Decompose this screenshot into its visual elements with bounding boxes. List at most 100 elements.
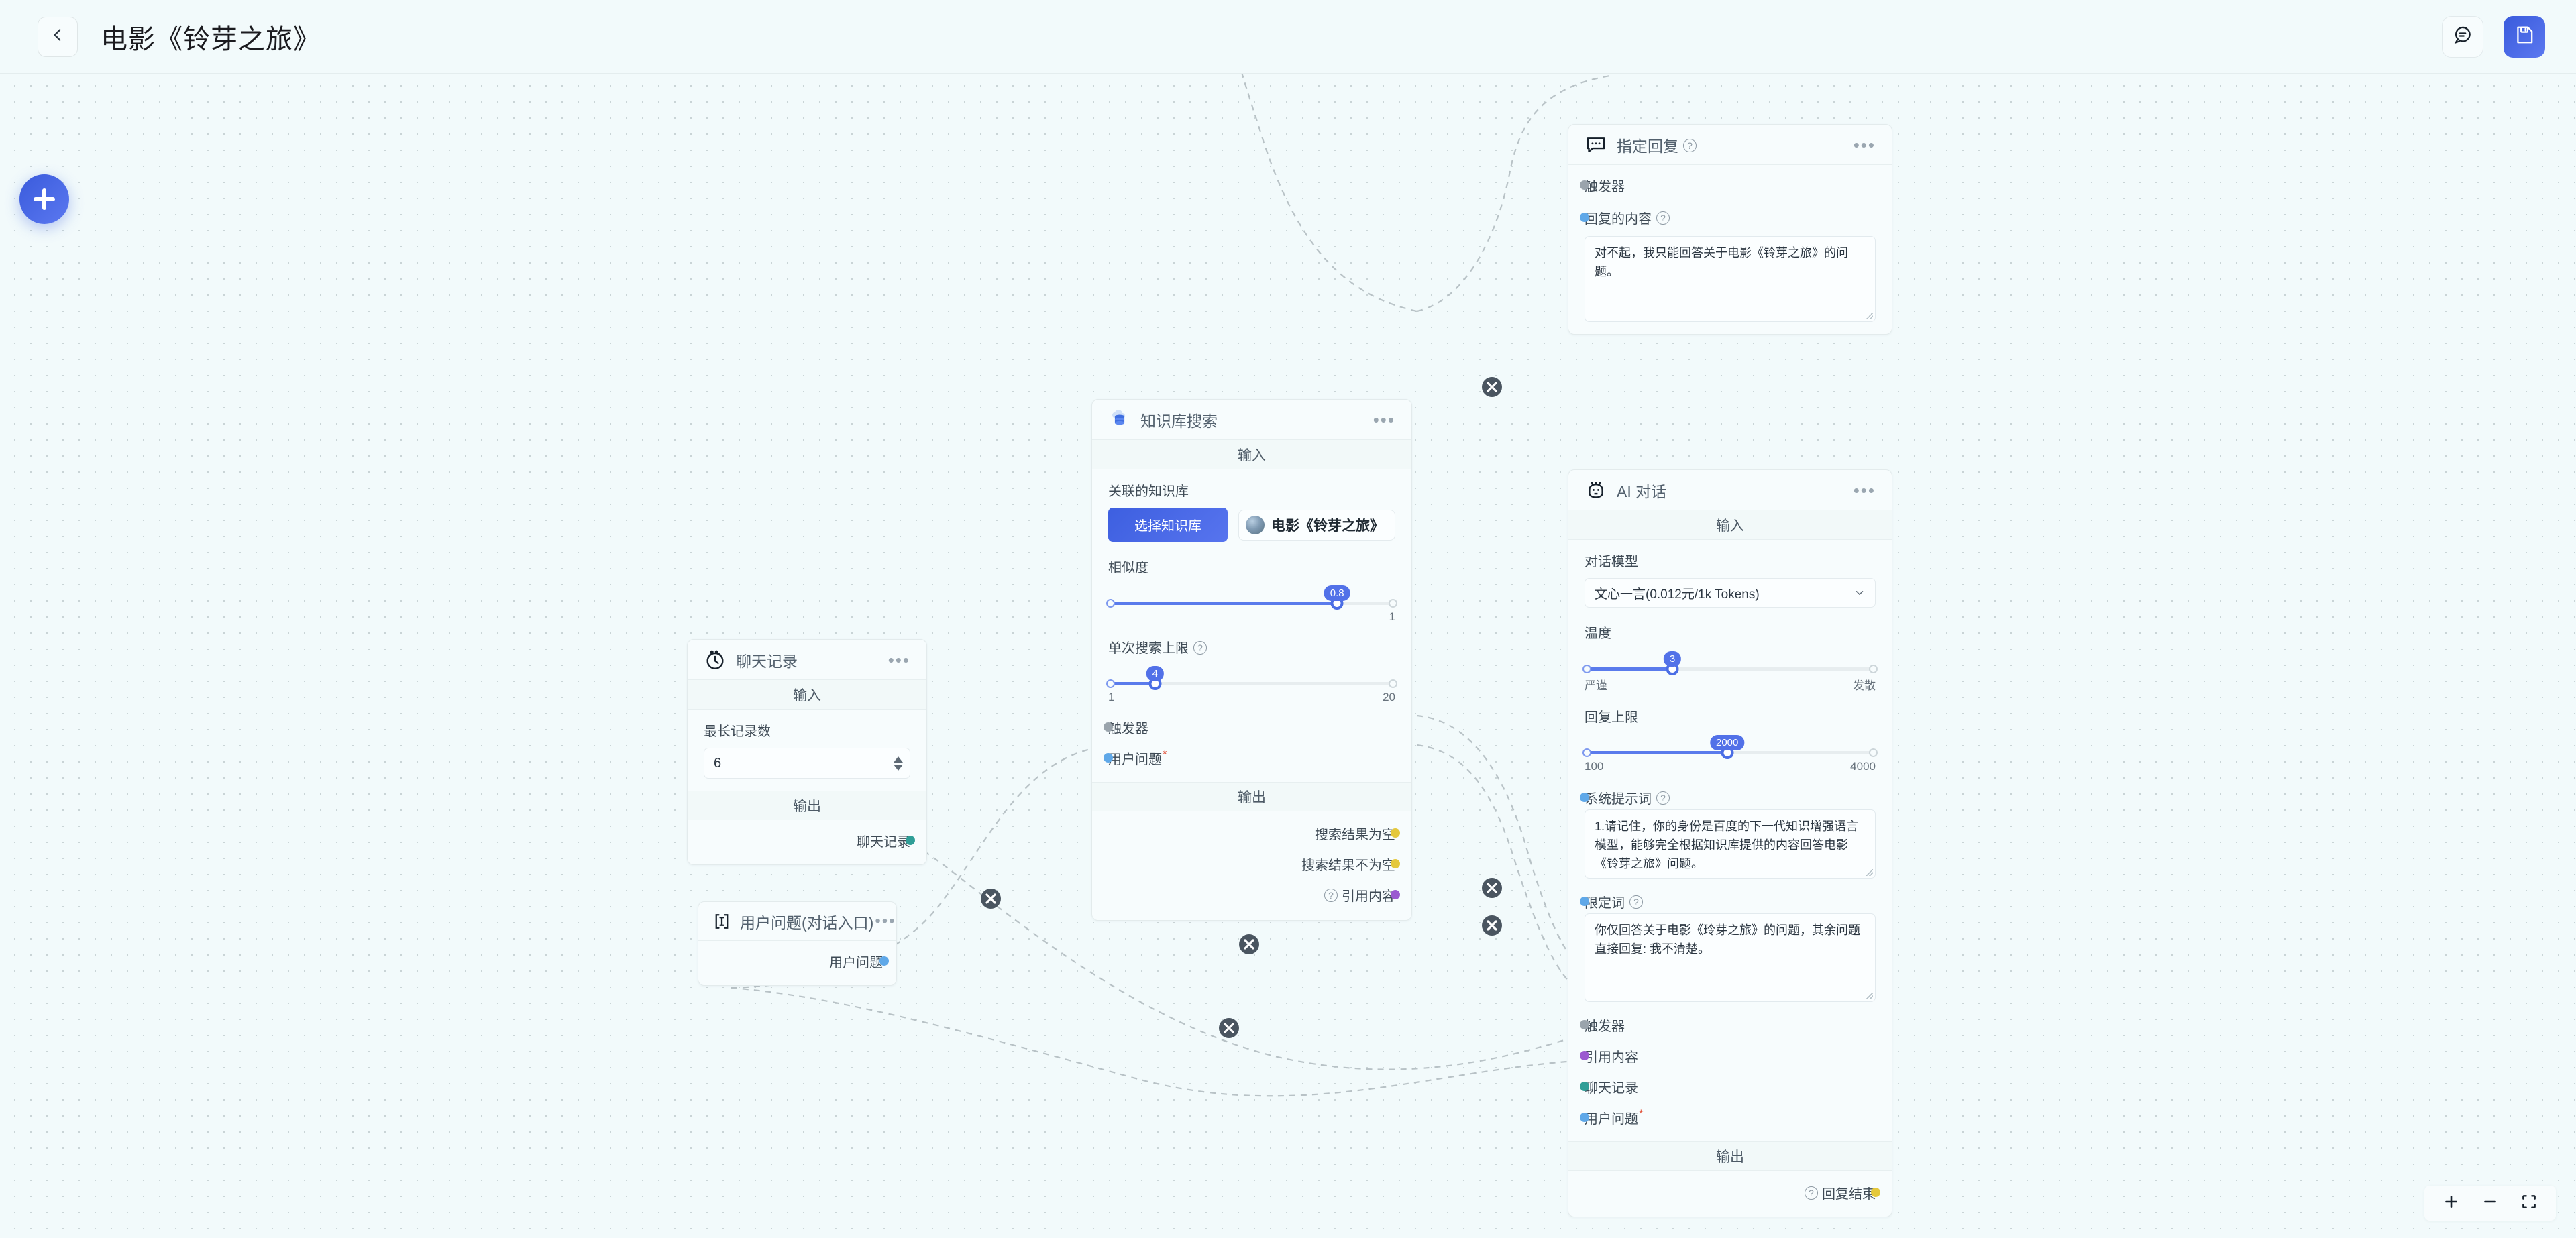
edge-delete-button[interactable] xyxy=(1239,934,1259,954)
workflow-canvas[interactable]: 指定回复 ? ••• 触发器 回复的内容 ? 对不起，我只能回答关于电影《铃芽之… xyxy=(0,74,2576,1238)
edge-delete-button[interactable] xyxy=(1219,1018,1239,1038)
input-port[interactable] xyxy=(1580,1082,1589,1091)
output-port[interactable] xyxy=(1391,828,1400,838)
node-menu-button[interactable]: ••• xyxy=(875,911,896,930)
knowledge-base-chip[interactable]: 电影《铃芽之旅》 xyxy=(1238,509,1395,541)
fit-view-button[interactable] xyxy=(2520,1194,2538,1213)
input-port[interactable] xyxy=(1580,793,1589,802)
zoom-out-button[interactable] xyxy=(2481,1194,2500,1213)
output-port[interactable] xyxy=(1871,1188,1880,1197)
port-row-trigger[interactable]: 触发器 xyxy=(1580,1013,1876,1037)
speech-bubble-dots-icon xyxy=(1585,133,1607,156)
slider-min-handle[interactable] xyxy=(1106,599,1115,608)
port-row-reply-end[interactable]: ? 回复结束 xyxy=(1585,1180,1880,1204)
port-row-quote-content[interactable]: ? 引用内容 xyxy=(1108,883,1400,907)
node-knowledge-search[interactable]: 知识库搜索 ••• 输入 关联的知识库 选择知识库 电影《铃芽之旅》 相似度 xyxy=(1091,399,1412,921)
save-button[interactable] xyxy=(2504,15,2545,58)
max-records-stepper[interactable]: 6 xyxy=(704,748,910,779)
slider-max-handle[interactable] xyxy=(1389,679,1397,688)
node-header[interactable]: 指定回复 ? ••• xyxy=(1568,125,1892,165)
port-row-user-question-out[interactable]: 用户问题 xyxy=(712,949,889,973)
reply-limit-slider[interactable]: 2000 100 4000 xyxy=(1582,734,1878,773)
edge-delete-button[interactable] xyxy=(1482,878,1502,898)
slider-min-handle[interactable] xyxy=(1582,665,1591,673)
plus-icon xyxy=(2443,1193,2460,1214)
reply-content-textarea[interactable]: 对不起，我只能回答关于电影《铃芽之旅》的问题。 xyxy=(1585,236,1876,322)
input-port[interactable] xyxy=(1580,213,1589,222)
system-prompt-textarea[interactable]: 1.请记住，你的身份是百度的下一代知识增强语言模型，能够完全根据知识库提供的内容… xyxy=(1585,809,1876,879)
slider-max-handle[interactable] xyxy=(1869,748,1878,757)
input-port[interactable] xyxy=(1580,1020,1589,1029)
node-header[interactable]: 用户问题(对话入口) ••• xyxy=(698,902,896,941)
output-port[interactable] xyxy=(1391,890,1400,899)
input-port[interactable] xyxy=(1104,722,1113,732)
output-port[interactable] xyxy=(879,956,889,966)
help-icon[interactable]: ? xyxy=(1805,1186,1818,1200)
port-label: 用户问题 xyxy=(1108,752,1162,767)
input-port[interactable] xyxy=(1580,180,1589,190)
help-icon[interactable]: ? xyxy=(1193,640,1207,655)
input-port[interactable] xyxy=(1580,1051,1589,1060)
node-menu-button[interactable]: ••• xyxy=(1853,134,1876,155)
chat-preview-button[interactable] xyxy=(2442,15,2483,58)
add-node-button[interactable] xyxy=(19,174,69,224)
port-row-quote-content[interactable]: 引用内容 xyxy=(1580,1044,1876,1068)
slider-max-tick: 1 xyxy=(1389,610,1395,623)
node-user-question[interactable]: 用户问题(对话入口) ••• 用户问题 xyxy=(698,901,897,986)
slider-min-handle[interactable] xyxy=(1582,748,1591,757)
port-row-reply-content[interactable]: 回复的内容 ? xyxy=(1580,205,1876,229)
input-port[interactable] xyxy=(1580,897,1589,906)
port-row-chat-history-out[interactable]: 聊天记录 xyxy=(704,828,915,852)
temperature-slider[interactable]: 3 严谨 发散 xyxy=(1582,650,1878,693)
slider-max-handle[interactable] xyxy=(1869,665,1878,673)
slider-min-tick: 100 xyxy=(1585,760,1604,773)
node-ai-chat[interactable]: AI 对话 ••• 输入 对话模型 文心一言(0.012元/1k Tokens)… xyxy=(1568,469,1892,1217)
port-row-result-nonempty[interactable]: 搜索结果不为空 xyxy=(1108,852,1400,876)
help-icon[interactable]: ? xyxy=(1629,895,1643,909)
port-row-chat-history[interactable]: 聊天记录 xyxy=(1580,1074,1876,1099)
port-row-user-question[interactable]: 用户问题* xyxy=(1104,746,1395,770)
node-menu-button[interactable]: ••• xyxy=(888,649,910,670)
port-row-trigger[interactable]: 触发器 xyxy=(1104,715,1395,739)
node-menu-button[interactable]: ••• xyxy=(1853,480,1876,500)
node-specified-reply[interactable]: 指定回复 ? ••• 触发器 回复的内容 ? 对不起，我只能回答关于电影《铃芽之… xyxy=(1568,124,1892,335)
edge-delete-button[interactable] xyxy=(981,889,1001,909)
output-port[interactable] xyxy=(906,836,915,845)
limit-word-textarea[interactable]: 你仅回答关于电影《玲芽之旅》的问题，其余问题直接回复: 我不清楚。 xyxy=(1585,913,1876,1002)
help-icon[interactable]: ? xyxy=(1683,138,1697,152)
model-select[interactable]: 文心一言(0.012元/1k Tokens) xyxy=(1585,578,1876,608)
help-icon[interactable]: ? xyxy=(1324,889,1338,902)
stepper-increment-icon[interactable] xyxy=(894,756,903,763)
max-records-value[interactable]: 6 xyxy=(714,755,722,771)
chevron-left-icon xyxy=(49,26,66,47)
required-mark: * xyxy=(1163,748,1167,761)
node-menu-button[interactable]: ••• xyxy=(1373,409,1395,430)
select-knowledge-base-button[interactable]: 选择知识库 xyxy=(1108,508,1228,542)
help-icon[interactable]: ? xyxy=(1656,211,1670,225)
node-header[interactable]: 知识库搜索 ••• xyxy=(1092,400,1411,440)
port-row-user-question[interactable]: 用户问题* xyxy=(1580,1105,1876,1129)
slider-min-handle[interactable] xyxy=(1106,679,1115,688)
node-chat-history[interactable]: 聊天记录 ••• 输入 最长记录数 6 输出 聊天记录 xyxy=(687,639,927,865)
node-header[interactable]: 聊天记录 ••• xyxy=(688,640,926,680)
stepper-decrement-icon[interactable] xyxy=(894,764,903,771)
node-header[interactable]: AI 对话 ••• xyxy=(1568,470,1892,510)
edge-delete-button[interactable] xyxy=(1482,377,1502,397)
port-row-result-empty[interactable]: 搜索结果为空 xyxy=(1108,821,1400,845)
input-port[interactable] xyxy=(1580,1113,1589,1122)
zoom-in-button[interactable] xyxy=(2442,1194,2461,1213)
search-limit-slider[interactable]: 4 1 20 xyxy=(1106,665,1397,704)
zoom-controls[interactable] xyxy=(2424,1186,2556,1221)
edge-delete-button[interactable] xyxy=(1482,915,1502,936)
similarity-slider[interactable]: 0.8 1 xyxy=(1106,584,1397,624)
port-label: 引用内容 xyxy=(1585,1050,1638,1065)
back-button[interactable] xyxy=(38,16,78,57)
port-label: 触发器 xyxy=(1585,179,1625,194)
port-row-system-prompt[interactable]: 系统提示词 ? xyxy=(1580,785,1876,809)
slider-max-handle[interactable] xyxy=(1389,599,1397,608)
help-icon[interactable]: ? xyxy=(1656,791,1670,805)
port-row-trigger[interactable]: 触发器 xyxy=(1580,173,1876,197)
input-port[interactable] xyxy=(1104,753,1113,763)
port-row-limit-word[interactable]: 限定词 ? xyxy=(1580,889,1876,913)
output-port[interactable] xyxy=(1391,859,1400,868)
